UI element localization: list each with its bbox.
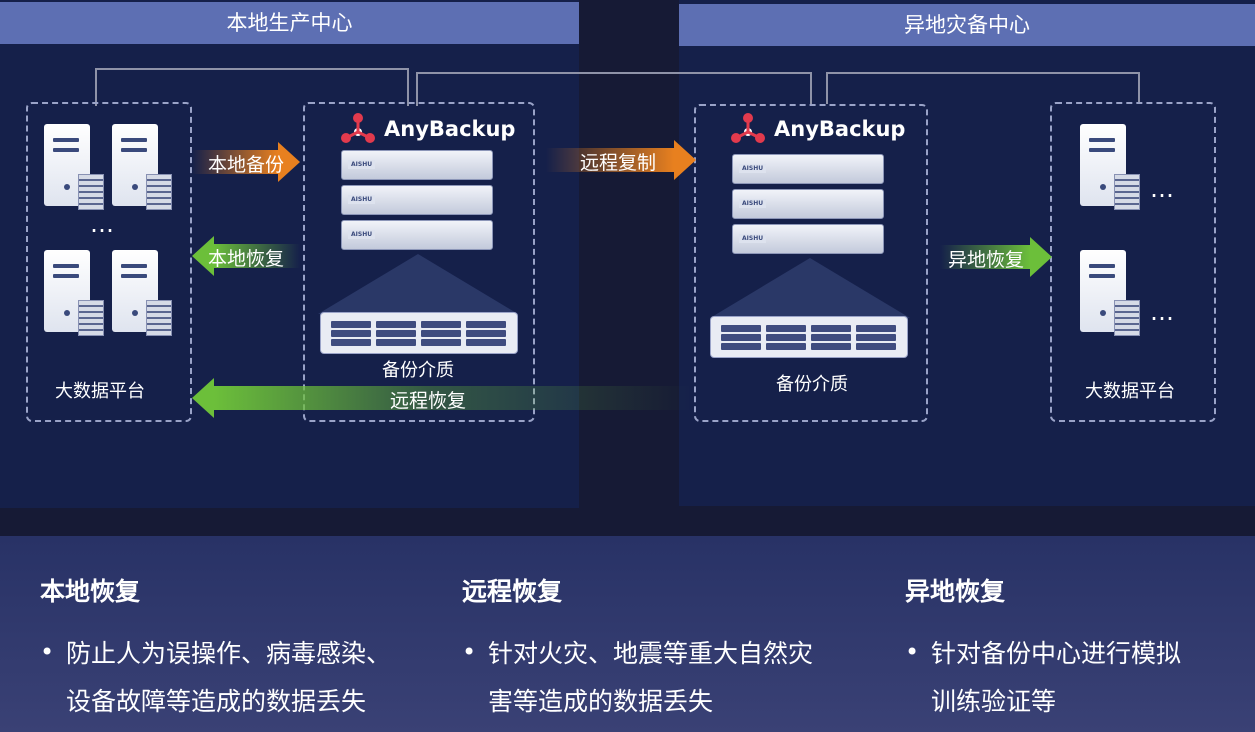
server-icon [1080, 250, 1140, 336]
local-backup-arrow: 本地备份 [192, 142, 300, 182]
ellipsis: … [1150, 298, 1176, 326]
offsite-restore-arrow: 异地恢复 [940, 237, 1052, 277]
remote-copy-arrow: 远程复制 [546, 140, 696, 180]
feature-title: 远程恢复 [462, 577, 563, 606]
bullet: • [462, 638, 477, 666]
bullet: • [905, 638, 920, 666]
feature-panel: 本地恢复 • 防止人为误操作、病毒感染、 设备故障等造成的数据丢失 远程恢复 •… [0, 536, 1255, 732]
local-storage-media [320, 312, 518, 354]
ellipsis: … [90, 210, 116, 238]
local-media-label: 备份介质 [382, 360, 454, 381]
feature-description: 防止人为误操作、病毒感染、 设备故障等造成的数据丢失 [66, 639, 392, 716]
remote-connector-line [826, 72, 1140, 104]
server-icon [112, 124, 172, 210]
local-connector-line [95, 68, 409, 106]
server-icon [1080, 124, 1140, 210]
local-backup-label: 本地备份 [208, 154, 285, 176]
remote-storage-media [710, 316, 908, 358]
remote-restore-label: 远程恢复 [390, 390, 467, 412]
local-restore-label: 本地恢复 [208, 248, 285, 270]
local-platform-box [26, 102, 192, 422]
feature-description: 针对火灾、地震等重大自然灾 害等造成的数据丢失 [488, 639, 814, 716]
bullet: • [40, 638, 55, 666]
feature-title: 异地恢复 [905, 577, 1006, 606]
projection-beam [710, 258, 910, 318]
anybackup-logo-icon [731, 113, 765, 143]
anybackup-logo-text: AnyBackup [774, 117, 906, 141]
remote-platform-box [1050, 102, 1216, 422]
offsite-restore-label: 异地恢复 [948, 249, 1025, 271]
remote-media-label: 备份介质 [776, 374, 848, 395]
backup-server-rack: AISHU [732, 189, 884, 219]
remote-copy-label: 远程复制 [580, 152, 657, 174]
anybackup-logo-text: AnyBackup [384, 117, 516, 141]
backup-server-rack: AISHU [341, 220, 493, 250]
feature-description: 针对备份中心进行模拟 训练验证等 [931, 639, 1182, 716]
anybackup-logo: AnyBackup [730, 112, 905, 146]
remote-center-title: 异地灾备中心 [679, 4, 1255, 46]
server-icon [44, 124, 104, 210]
remote-platform-label: 大数据平台 [1085, 381, 1175, 402]
anybackup-logo-icon [341, 113, 375, 143]
ellipsis: … [1150, 175, 1176, 203]
backup-server-rack: AISHU [732, 224, 884, 254]
local-backup-box [303, 102, 535, 422]
feature-title: 本地恢复 [40, 577, 141, 606]
local-restore-arrow: 本地恢复 [192, 236, 300, 276]
remote-backup-box [694, 104, 928, 422]
projection-beam [318, 254, 518, 314]
local-platform-label: 大数据平台 [55, 381, 145, 402]
server-icon [112, 250, 172, 336]
backup-server-rack: AISHU [341, 185, 493, 215]
local-center-title: 本地生产中心 [0, 2, 579, 44]
backup-server-rack: AISHU [341, 150, 493, 180]
anybackup-logo: AnyBackup [340, 112, 515, 146]
server-icon [44, 250, 104, 336]
backup-server-rack: AISHU [732, 154, 884, 184]
cross-center-connector-line [416, 72, 812, 106]
remote-restore-arrow: 远程恢复 [192, 378, 692, 418]
